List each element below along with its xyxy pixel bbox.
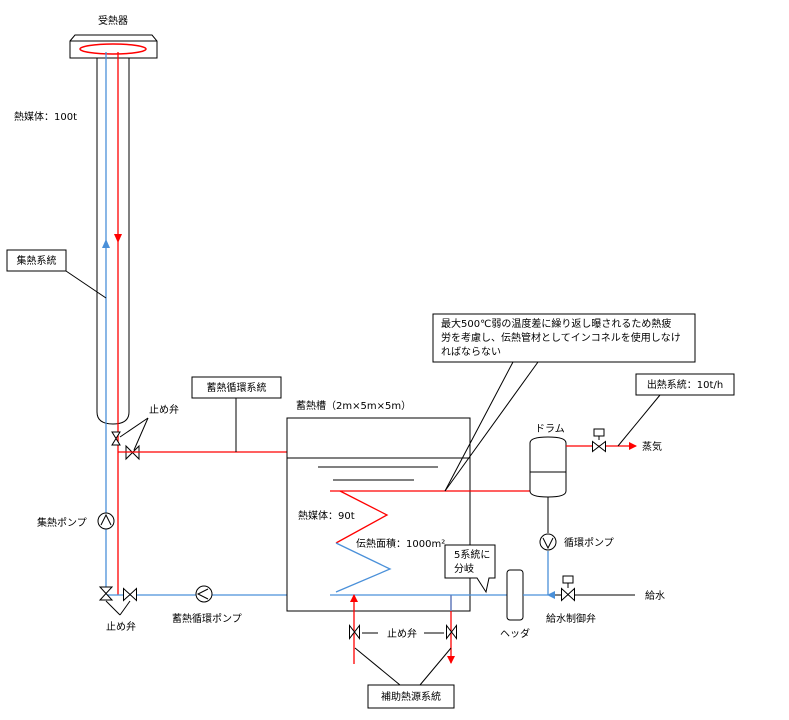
heat-area-label: 伝熱面積：1000m² [356, 537, 445, 550]
branch-label-line1: 5系統に [454, 548, 490, 561]
feedwater-control-valve[interactable] [561, 575, 575, 602]
collection-pump-label: 集熱ポンプ [37, 516, 87, 529]
aux-valve-left[interactable] [349, 624, 360, 640]
aux-system-box [367, 684, 455, 709]
flow-down-arrow [114, 234, 122, 243]
steam-label: 蒸気 [642, 440, 662, 453]
stop-valve-aux-label: 止め弁 [387, 627, 417, 640]
drum-label: ドラム [535, 423, 565, 435]
circulation-pump-label: 循環ポンプ [564, 536, 614, 549]
note-leader-b [444, 361, 539, 492]
feedwater-label: 給水 [645, 589, 665, 602]
stop-valve-top-leader-b [133, 417, 149, 451]
heat-coil-cold [335, 542, 392, 593]
output-system-label: 出熱系統：10t/h [647, 378, 723, 391]
flow-up-arrow [102, 239, 110, 248]
receiver-label: 受熱器 [98, 14, 128, 27]
stop-valve-bottom-leader-a [105, 600, 121, 616]
collection-system-label: 集熱系統 [17, 254, 57, 267]
output-system-leader [617, 394, 661, 447]
circulation-pump[interactable] [539, 533, 557, 551]
branch-label-line2: 分岐 [454, 562, 474, 575]
heat-coil-hot [335, 490, 389, 544]
aux-valve-right[interactable] [446, 624, 457, 640]
stop-valve-blue-top[interactable] [111, 431, 121, 446]
stop-valve-top-label: 止め弁 [149, 403, 179, 416]
stop-valve-blue-bottom[interactable] [98, 586, 114, 601]
collection-tower [96, 58, 130, 425]
note-leader-a [444, 361, 514, 492]
header [506, 569, 524, 621]
note-box [432, 313, 696, 363]
aux-system-leader-a [354, 647, 401, 686]
note-line3: ればならない [441, 346, 501, 358]
steam-valve[interactable] [592, 428, 606, 453]
tank-label: 蓄熱槽（2m×5m×5m） [296, 399, 411, 412]
collection-system-box [6, 249, 67, 272]
drum [529, 436, 567, 498]
collection-pump[interactable] [97, 512, 115, 530]
stop-valve-red-bottom[interactable] [123, 587, 137, 602]
output-system-box [635, 373, 735, 396]
feedwater-valve-label: 給水制御弁 [546, 612, 596, 625]
stop-valve-bottom-label: 止め弁 [106, 620, 136, 633]
collection-system-leader [65, 270, 107, 299]
storage-pump[interactable] [195, 585, 213, 603]
note-line2: 労を考慮し、伝熱管材としてインコネルを使用しなけ [441, 331, 681, 344]
tank-medium-label: 熱媒体：90t [298, 509, 355, 522]
storage-pump-label: 蓄熱循環ポンプ [172, 612, 242, 625]
stop-valve-top-leader-a [119, 417, 149, 438]
header-label: ヘッダ [500, 627, 530, 640]
note-line1: 最大500℃弱の温度差に繰り返し曝されるため熱疲 [441, 317, 671, 330]
branch-callout [444, 544, 496, 594]
aux-system-leader-b [419, 647, 452, 686]
storage-circulation-label: 蓄熱循環系統 [207, 381, 267, 394]
storage-tank [286, 417, 471, 612]
aux-system-label: 補助熱源系統 [381, 690, 441, 703]
stop-valve-bottom-leader-b [119, 600, 131, 616]
receiver-medium-label: 熱媒体：100t [14, 110, 77, 123]
receiver [69, 34, 158, 59]
